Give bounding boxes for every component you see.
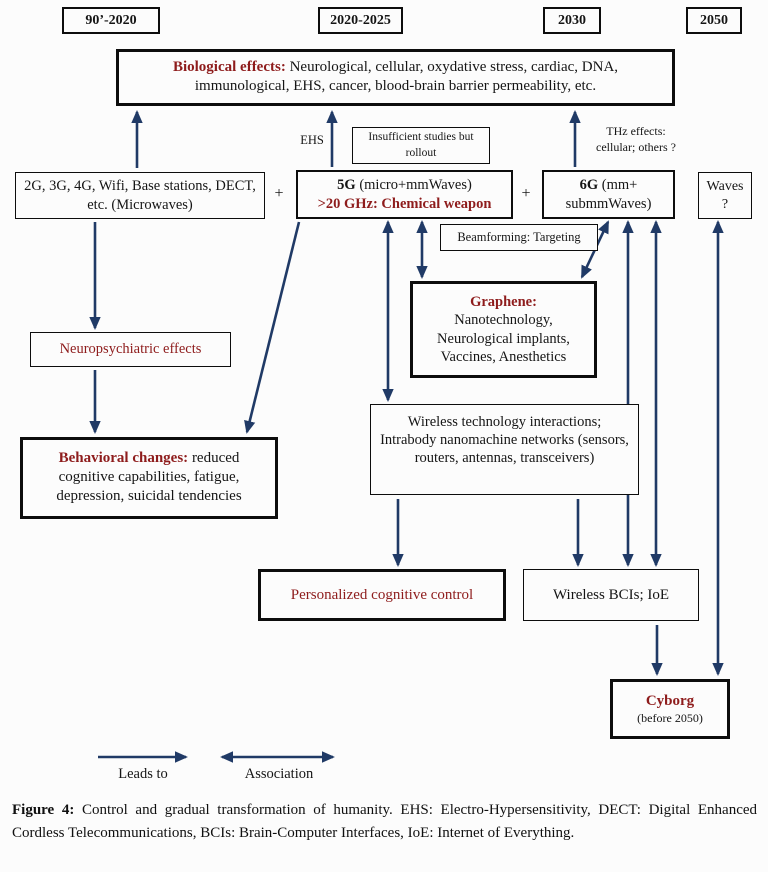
legend-association-label: Association: [244, 766, 314, 782]
timeline-label: 2050: [700, 12, 728, 28]
thz-effects-note: THz effects: cellular; others ?: [596, 124, 676, 154]
plus-sign-1: +: [274, 185, 284, 202]
six-g-lead: 6G: [579, 177, 599, 194]
five-g-line1: 5G (micro+mmWaves): [337, 176, 472, 194]
graphene-line-1: Nanotechnology,: [454, 312, 553, 329]
graphene-line-3: Vaccines, Anesthetics: [440, 348, 567, 365]
ehs-label: EHS: [300, 133, 324, 147]
microwaves-box: 2G, 3G, 4G, Wifi, Base stations, DECT, e…: [15, 172, 265, 219]
arrow-5g-to-behavioral: [244, 221, 301, 434]
wireless-bcis-text: Wireless BCIs; IoE: [552, 586, 670, 603]
biological-effects-lead: Biological effects:: [172, 59, 286, 75]
timeline-era-2030: 2030: [543, 7, 601, 34]
five-g-line2: >20 GHz: Chemical weapon: [317, 195, 492, 212]
behavioral-changes-box: Behavioral changes: reduced cognitive ca…: [20, 437, 278, 519]
graphene-line-2: Neurological implants,: [437, 330, 570, 347]
timeline-era-2020-2025: 2020-2025: [318, 7, 403, 34]
five-g-lead: 5G: [337, 177, 356, 194]
waves-line1: Waves: [706, 179, 744, 194]
figure-caption-lead: Figure 4:: [12, 802, 75, 818]
beamforming-text: Beamforming: Targeting: [457, 229, 581, 244]
timeline-era-2050: 2050: [686, 7, 742, 34]
neuropsychiatric-box: Neuropsychiatric effects: [30, 332, 231, 367]
five-g-rest: (micro+mmWaves): [355, 177, 472, 194]
insufficient-studies-box: Insufficient studies but rollout: [352, 127, 490, 164]
legend-leads-to-label: Leads to: [118, 766, 168, 782]
plus-sign-2: +: [521, 185, 531, 202]
behavioral-lead: Behavioral changes:: [58, 450, 189, 466]
biological-effects-text: Neurological, cellular, oxydative stress…: [194, 59, 619, 94]
wireless-interactions-text: Wireless technology interactions; Intrab…: [380, 414, 629, 467]
behavioral-text: reduced cognitive capabilities, fatigue,…: [56, 450, 242, 504]
six-g-rest: (mm+ submmWaves): [565, 177, 652, 212]
graphene-lead: Graphene:: [470, 294, 537, 311]
cyborg-subtitle: (before 2050): [637, 710, 703, 725]
six-g-box: 6G (mm+ submmWaves): [542, 170, 675, 219]
neuropsychiatric-text: Neuropsychiatric effects: [59, 341, 202, 358]
six-g-text: 6G (mm+ submmWaves): [550, 176, 667, 212]
five-g-box: 5G (micro+mmWaves) >20 GHz: Chemical wea…: [296, 170, 513, 219]
timeline-era-1990-2020: 90’-2020: [62, 7, 160, 34]
timeline-label: 90’-2020: [85, 12, 137, 28]
beamforming-box: Beamforming: Targeting: [440, 224, 598, 251]
microwaves-text: 2G, 3G, 4G, Wifi, Base stations, DECT, e…: [24, 178, 256, 213]
personalized-control-box: Personalized cognitive control: [258, 569, 506, 621]
wireless-interactions-box: Wireless technology interactions; Intrab…: [370, 404, 639, 495]
figure-caption-text: Control and gradual transformation of hu…: [12, 802, 758, 841]
graphene-box: Graphene: Nanotechnology, Neurological i…: [410, 281, 597, 378]
cyborg-box: Cyborg (before 2050): [610, 679, 730, 739]
biological-effects-box: Biological effects: Neurological, cellul…: [116, 49, 675, 106]
wireless-bcis-box: Wireless BCIs; IoE: [523, 569, 699, 621]
cyborg-title: Cyborg: [645, 693, 695, 710]
figure-caption: Figure 4: Control and gradual transforma…: [12, 799, 757, 844]
waves-box: Waves ?: [698, 172, 752, 219]
personalized-control-text: Personalized cognitive control: [290, 586, 474, 603]
waves-line2: ?: [721, 196, 729, 212]
timeline-label: 2020-2025: [330, 12, 391, 28]
insufficient-studies-text: Insufficient studies but rollout: [368, 130, 474, 159]
timeline-label: 2030: [558, 12, 586, 28]
